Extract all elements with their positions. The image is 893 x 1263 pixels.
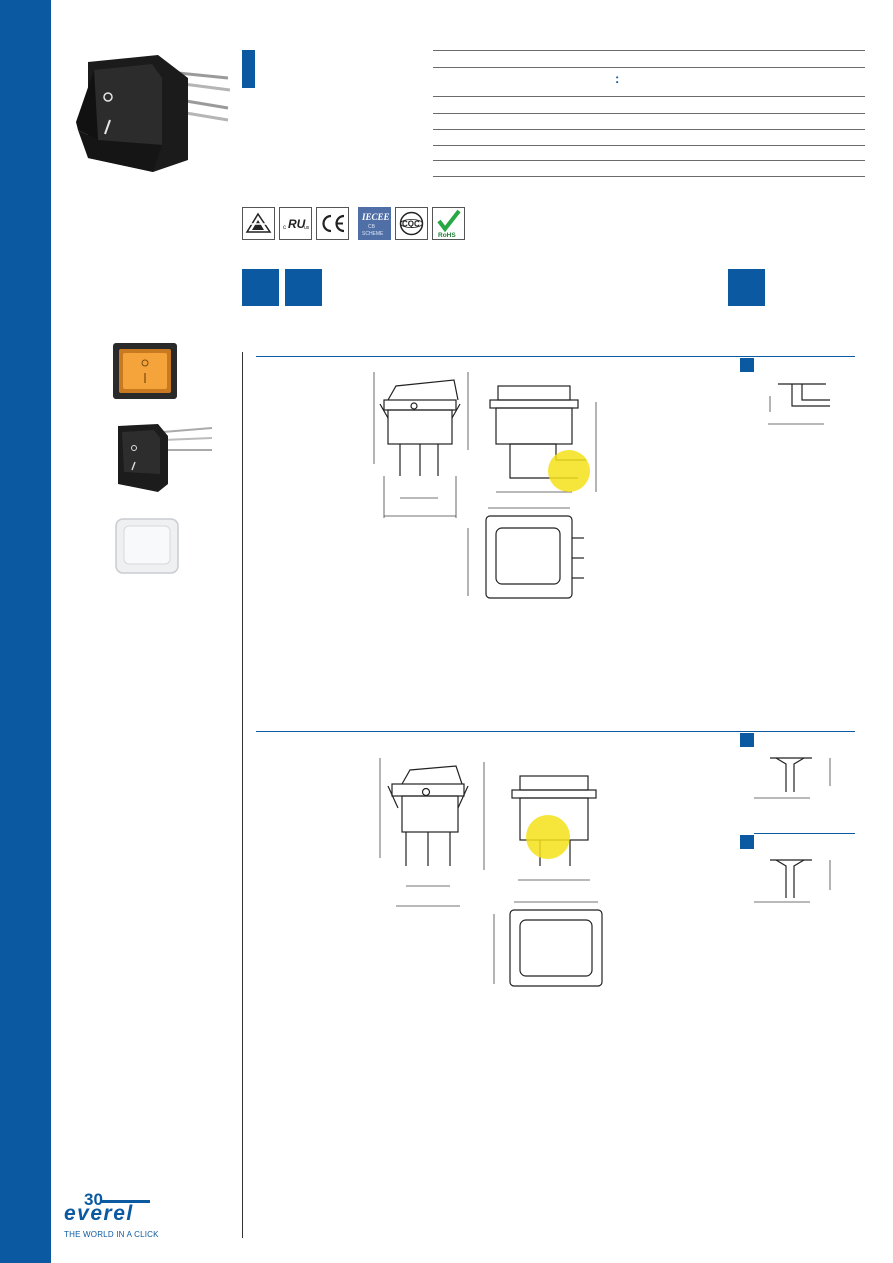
spec-row-line xyxy=(433,129,865,130)
pin-highlight xyxy=(548,450,590,492)
terminal-detail-drawing xyxy=(750,854,836,908)
svg-text:IECEE: IECEE xyxy=(361,212,390,222)
detail-marker xyxy=(740,835,754,849)
ul-cert-icon: c RU us xyxy=(279,207,312,240)
brand-logo: 30 everel THE WORLD IN A CLICK xyxy=(62,1190,212,1242)
switch-drawing-top xyxy=(486,898,610,990)
iecee-cert-icon: IECEE CB SCHEME xyxy=(358,207,391,240)
rohs-cert-icon: RoHS xyxy=(432,207,465,240)
logo-swoosh xyxy=(100,1200,150,1203)
spec-row-line xyxy=(433,96,865,97)
logo-number: 30 xyxy=(84,1190,103,1209)
svg-text:us: us xyxy=(304,225,310,231)
detail-marker xyxy=(740,733,754,747)
pin-highlight xyxy=(526,815,570,859)
enec-cert-icon xyxy=(242,207,275,240)
spec-row-line xyxy=(433,67,865,68)
svg-text:c: c xyxy=(283,225,286,231)
spec-row-line xyxy=(433,113,865,114)
switch-drawing-side xyxy=(372,754,492,910)
content-divider xyxy=(242,352,243,1238)
spec-separator: : xyxy=(615,71,620,86)
svg-text:CQC: CQC xyxy=(402,220,420,229)
section-tab[interactable] xyxy=(728,269,765,306)
svg-text:SCHEME: SCHEME xyxy=(362,231,384,237)
switch-drawing-top xyxy=(462,504,586,604)
spec-row-line xyxy=(433,160,865,161)
section-rule xyxy=(754,833,855,834)
variant-black-photo xyxy=(108,418,216,494)
switch-drawing-front xyxy=(486,382,606,500)
ce-cert-icon xyxy=(316,207,349,240)
svg-text:RoHS: RoHS xyxy=(438,232,456,239)
terminal-detail-drawing xyxy=(764,378,836,428)
logo-wordmark: everel xyxy=(64,1202,134,1225)
svg-text:CB: CB xyxy=(368,224,376,230)
terminal-detail-drawing xyxy=(750,752,836,804)
section-rule xyxy=(256,356,855,357)
svg-text:RU: RU xyxy=(288,217,306,231)
logo-tagline: THE WORLD IN A CLICK xyxy=(64,1230,159,1239)
spec-row-line xyxy=(433,176,865,177)
brand-sidebar xyxy=(0,0,51,1263)
product-photo xyxy=(68,50,240,180)
variant-cover-photo xyxy=(112,515,182,577)
spec-row-line xyxy=(433,50,865,51)
variant-illuminated-photo xyxy=(110,340,180,402)
cqc-cert-icon: CQC xyxy=(395,207,428,240)
title-marker xyxy=(242,50,255,88)
section-rule xyxy=(256,731,855,732)
section-tab[interactable] xyxy=(242,269,279,306)
spec-row-line xyxy=(433,145,865,146)
detail-marker xyxy=(740,358,754,372)
section-tab[interactable] xyxy=(285,269,322,306)
switch-drawing-side xyxy=(366,366,478,526)
